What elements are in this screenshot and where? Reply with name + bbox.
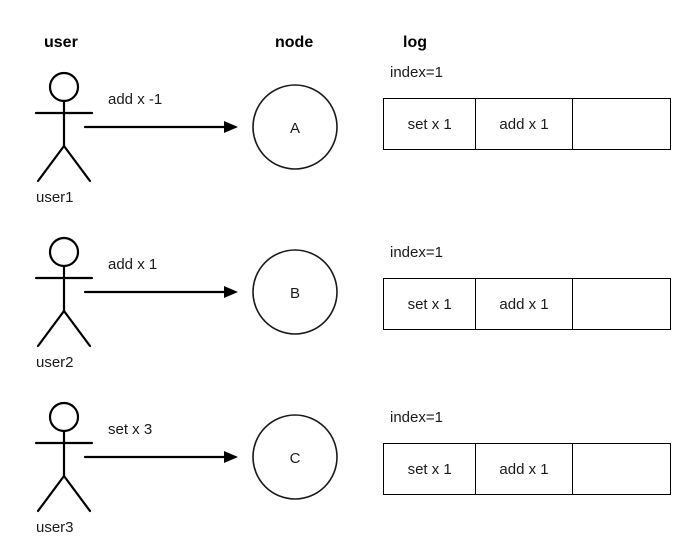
actor-and-arrow-graphics [34, 236, 338, 348]
node-label: B [289, 285, 300, 302]
log-cell[interactable] [573, 279, 670, 329]
column-header-user: user [44, 34, 78, 51]
log-index-label: index=1 [390, 244, 443, 261]
log-index-label: index=1 [390, 409, 443, 426]
message-arrow-head [224, 451, 238, 463]
log-cell[interactable]: set x 1 [384, 279, 477, 329]
stick-figure-left-leg-line [36, 309, 66, 348]
actor-and-arrow-graphics [34, 71, 338, 183]
log-cell[interactable]: set x 1 [384, 444, 477, 494]
stick-figure-left-leg-line [36, 474, 66, 513]
message-arrow-head [224, 121, 238, 133]
diagram-row: add x 1 B user2 index=1 set x 1 add x 1 [0, 235, 691, 375]
node-circle [252, 414, 338, 500]
message-label: add x -1 [108, 91, 163, 108]
log-cell[interactable]: add x 1 [476, 444, 573, 494]
stick-figure-head-icon [48, 236, 80, 268]
stick-figure-right-leg-line [62, 309, 92, 348]
stick-figure-head-icon [48, 71, 80, 103]
log-cell[interactable]: set x 1 [384, 99, 477, 149]
log-cell[interactable]: add x 1 [476, 99, 573, 149]
stick-figure-head-icon [48, 401, 80, 433]
message-label: set x 3 [108, 421, 153, 438]
node-circle [252, 84, 338, 170]
actor-and-arrow-graphics [34, 401, 338, 513]
stick-figure-right-leg-line [62, 144, 92, 183]
actor-label: user3 [36, 519, 74, 536]
log-cell[interactable] [573, 99, 670, 149]
node-label: C [289, 450, 301, 467]
stick-figure-left-leg-line [36, 144, 66, 183]
diagram-row: add x -1 A user1 index=1 set x 1 add x 1 [0, 65, 691, 210]
log-table: set x 1 add x 1 [383, 443, 671, 495]
log-cell[interactable] [573, 444, 670, 494]
log-table: set x 1 add x 1 [383, 98, 671, 150]
message-arrow-head [224, 286, 238, 298]
stick-figure-right-leg-line [62, 474, 92, 513]
message-label: add x 1 [108, 256, 158, 273]
actor-label: user2 [36, 354, 74, 371]
node-circle [252, 249, 338, 335]
log-table: set x 1 add x 1 [383, 278, 671, 330]
column-header-node: node [275, 34, 314, 51]
column-header-log: log [403, 34, 427, 51]
actor-label: user1 [36, 189, 74, 206]
node-label: A [289, 120, 300, 137]
diagram-row: set x 3 C user3 index=1 set x 1 add x 1 [0, 400, 691, 540]
log-cell[interactable]: add x 1 [476, 279, 573, 329]
log-index-label: index=1 [390, 64, 443, 81]
